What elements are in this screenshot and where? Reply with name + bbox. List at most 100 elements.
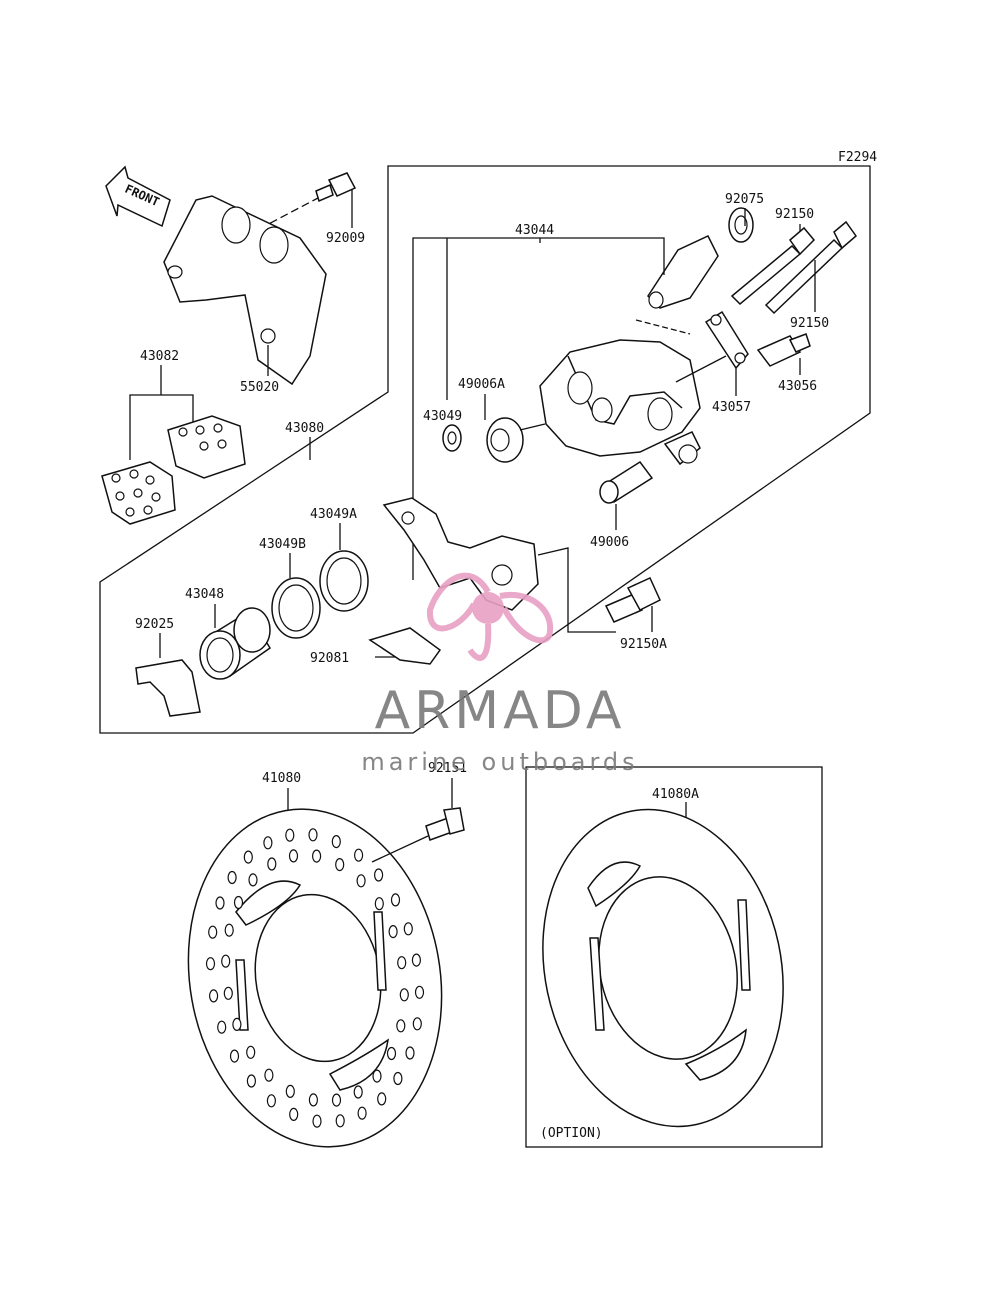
disc-drill-hole [390,893,401,907]
disc-drill-hole [308,828,318,842]
label-92150-right: 92150 [790,316,829,331]
bolt-92009 [315,172,357,203]
label-41080A: 41080A [652,787,699,802]
disc-drill-hole [372,1069,382,1083]
disc-drill-hole [354,848,364,862]
watermark-tagline: marine outboards [361,748,638,776]
disc-drill-hole [205,957,216,971]
label-43082: 43082 [140,349,179,364]
watermark-logo-icon [426,572,554,661]
disc-drill-hole [312,849,322,863]
disc-drill-hole [221,954,231,968]
disc-drill-hole [243,850,253,864]
disc-drill-hole [264,1068,274,1082]
link-43057 [704,310,749,370]
label-49006A: 49006A [458,377,505,392]
caliper-body-43044 [539,339,701,466]
label-92150-top: 92150 [775,207,814,222]
disc-drill-hole [233,895,244,910]
brake-pad-rear [167,415,246,479]
bolt-92151 [425,807,465,841]
bleeder-43056 [756,333,811,367]
label-43044: 43044 [515,223,554,238]
disc-drill-hole [396,1019,406,1033]
disc-drill-hole [397,956,407,970]
disc-drill-hole [331,1093,342,1107]
disc-drill-hole [411,953,421,967]
disc-drill-hole [335,1114,345,1128]
disc-drill-hole [374,868,384,882]
seal-49006A [486,417,524,463]
disc-drill-hole [224,923,234,937]
label-92151: 92151 [428,761,467,776]
brake-disc-41080A [542,808,784,1128]
disc-drill-hole [227,870,237,885]
disc-drill-hole [357,1106,367,1120]
seal-43049B [271,577,321,639]
disc-drill-hole [232,1017,242,1032]
label-55020: 55020 [240,380,279,395]
disc-drill-hole [209,989,219,1003]
disc-drill-hole [393,1071,403,1086]
disc-drill-hole [386,1046,397,1061]
brake-pad-front [101,461,176,525]
disc-drill-hole [288,849,299,863]
disc-drill-hole [331,834,341,849]
label-43056: 43056 [778,379,817,394]
boot-92075 [728,207,754,243]
disc-drill-hole [377,1092,387,1106]
spring-92081 [368,627,442,665]
disc-drill-hole [267,857,277,871]
label-92150A: 92150A [620,637,667,652]
label-92081: 92081 [310,651,349,666]
piston-43048 [199,607,272,680]
label-43049: 43049 [423,409,462,424]
disc-drill-hole [356,874,366,888]
caliper-slide-pin [647,235,719,309]
brake-disc-41080 [187,808,443,1148]
label-43048: 43048 [185,587,224,602]
washer-43049 [442,424,462,452]
disc-drill-hole [246,1074,256,1088]
caliper-bracket [382,497,539,611]
disc-drill-hole [312,1114,322,1128]
label-43049A: 43049A [310,507,357,522]
bolt-92150A [604,577,661,623]
disc-drill-hole [405,1046,415,1060]
disc-drill-hole [412,1017,422,1031]
option-label: (OPTION) [540,1126,603,1141]
label-43080: 43080 [285,421,324,436]
disc-drill-hole [223,986,233,1000]
label-92009: 92009 [326,231,365,246]
bolt-49006 [599,460,654,504]
label-92025: 92025 [135,617,174,632]
seal-43049A [319,550,369,612]
assembly-outline [99,165,871,734]
disc-drill-hole [217,1020,227,1034]
front-arrow-icon: FRONT [105,165,171,228]
disc-drill-hole [335,857,345,872]
disc-drill-hole [266,1094,276,1108]
clip-92025 [135,659,201,717]
watermark-brand: ARMADA [375,681,626,741]
disc-drill-hole [403,922,413,936]
disc-drill-hole [399,988,409,1002]
label-43057: 43057 [712,400,751,415]
pin-92150-b [764,220,858,315]
disc-drill-hole [353,1085,363,1099]
label-43049B: 43049B [259,537,306,552]
watermark: ARMADA marine outboards [361,572,638,776]
bracket-55020 [163,195,327,386]
disc-drill-hole [263,836,273,850]
disc-drill-hole [388,924,398,939]
disc-drill-hole [246,1045,256,1059]
diagram-code: F2294 [838,150,877,165]
pin-92150-a [730,226,816,306]
disc-drill-hole [229,1049,240,1063]
disc-drill-hole [285,1084,295,1099]
option-box [525,766,823,1148]
disc-drill-hole [215,896,225,910]
disc-drill-hole [414,985,425,999]
